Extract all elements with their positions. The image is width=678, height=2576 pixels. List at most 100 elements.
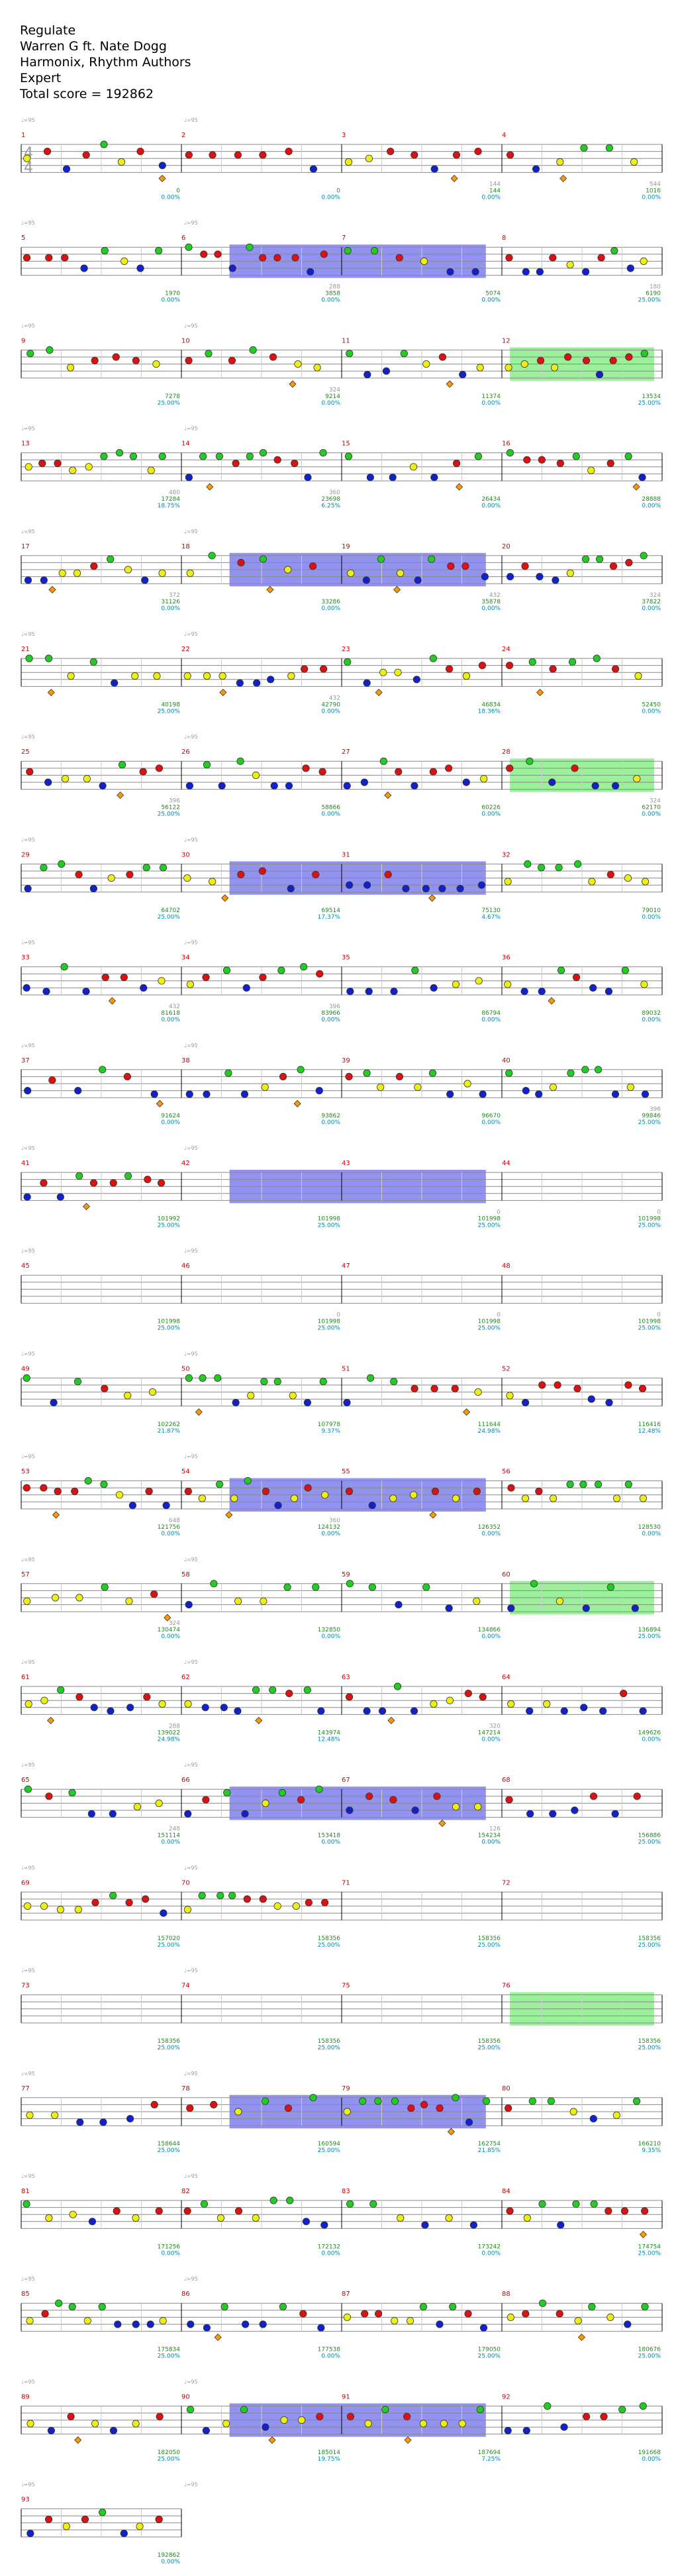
blue-note [595,370,604,379]
red-note [589,1792,598,1800]
cumulative-score: 99846 [642,1113,661,1119]
blue-note [390,988,398,996]
cumulative-score: 128530 [638,1524,661,1531]
red-note [273,456,281,464]
tempo-marker: ♩=95 [21,323,35,329]
red-note [506,764,514,772]
tempo-marker: ♩=95 [21,426,35,432]
tempo-marker: ♩=95 [21,1968,35,1974]
green-note [215,452,223,460]
yellow-note [273,1902,281,1910]
tempo-marker: ♩=95 [184,1659,198,1665]
green-note [639,2402,647,2410]
orange-note [438,1820,446,1828]
red-note [23,1484,30,1492]
green-note [60,963,68,971]
blue-note [23,984,30,992]
blue-note [99,782,107,790]
star-power-percent: 0.00% [481,194,501,201]
yellow-note [642,878,650,886]
blue-note [465,2118,473,2126]
orange-note [632,483,640,491]
green-note [618,2406,626,2414]
red-note [387,148,395,156]
star-power-percent: 0.00% [481,1839,501,1846]
measure-number: 79 [342,2085,350,2092]
cumulative-score: 107978 [318,1421,341,1428]
measure-number: 75 [342,1983,350,1990]
red-note [521,562,529,570]
red-note [538,456,546,464]
green-note [547,2097,555,2105]
cumulative-score: 149626 [638,1729,661,1736]
green-note [26,350,34,358]
red-note [554,1381,561,1389]
green-note [252,1686,260,1694]
measure-combo-score: 544 [650,181,661,187]
yellow-note [612,2111,620,2119]
blue-note [307,268,315,276]
star-power-percent: 0.00% [161,605,180,612]
cumulative-score: 101998 [638,1215,661,1222]
tempo-marker: ♩=95 [184,837,198,843]
red-note [474,148,482,156]
tempo-marker: ♩=95 [21,1454,35,1460]
yellow-note [26,2420,34,2428]
red-note [297,1796,305,1804]
red-note [429,768,437,776]
yellow-note [125,1597,133,1605]
blue-note [317,2324,325,2332]
blue-note [430,984,438,992]
red-note [75,870,83,878]
orange-note [536,688,544,696]
red-note [81,2515,89,2524]
yellow-note [394,668,402,676]
yellow-note [280,2416,288,2424]
red-note [625,353,633,361]
blue-note [414,576,422,584]
red-note [505,2104,512,2112]
yellow-note [379,668,387,676]
red-note [185,151,193,159]
blue-note [187,2320,195,2328]
star-power-percent: 0.00% [321,1839,340,1846]
yellow-note [391,2317,399,2325]
green-note [73,1378,82,1386]
green-note [476,2406,484,2414]
red-note [234,2207,243,2215]
cumulative-score: 154234 [478,1833,501,1839]
yellow-note [290,1494,299,1502]
yellow-note [343,2108,351,2116]
blue-note [111,679,119,687]
yellow-note [183,1906,192,1914]
blue-note [548,778,556,786]
cumulative-score: 158356 [478,1935,501,1942]
green-note [581,1066,589,1074]
blue-note [270,782,278,790]
yellow-note [396,569,405,577]
green-note [84,1477,92,1485]
star-power-percent: 0.00% [481,400,501,407]
blue-note [303,1398,312,1407]
red-note [109,1179,117,1187]
measure-number: 90 [181,2393,190,2400]
measure-number: 80 [502,2085,510,2092]
cumulative-score: 52450 [642,701,661,708]
green-note [538,2200,546,2208]
measure-number: 9 [21,337,25,344]
green-note [236,757,244,765]
red-note [556,459,564,468]
blue-note [365,988,373,996]
red-note [41,2310,49,2318]
yellow-note [147,466,155,474]
star-power-percent: 0.00% [161,1633,180,1640]
measure-number: 85 [21,2291,30,2298]
cumulative-score: 177538 [318,2347,341,2353]
song-header: Regulate Warren G ft. Nate Dogg Harmonix… [20,23,191,102]
orange-note [117,792,124,799]
star-power-percent: 9.37% [321,1428,340,1435]
red-note [505,1796,513,1804]
green-note [428,1069,437,1077]
blue-note [99,2118,107,2126]
star-power-percent: 0.00% [321,1531,340,1537]
